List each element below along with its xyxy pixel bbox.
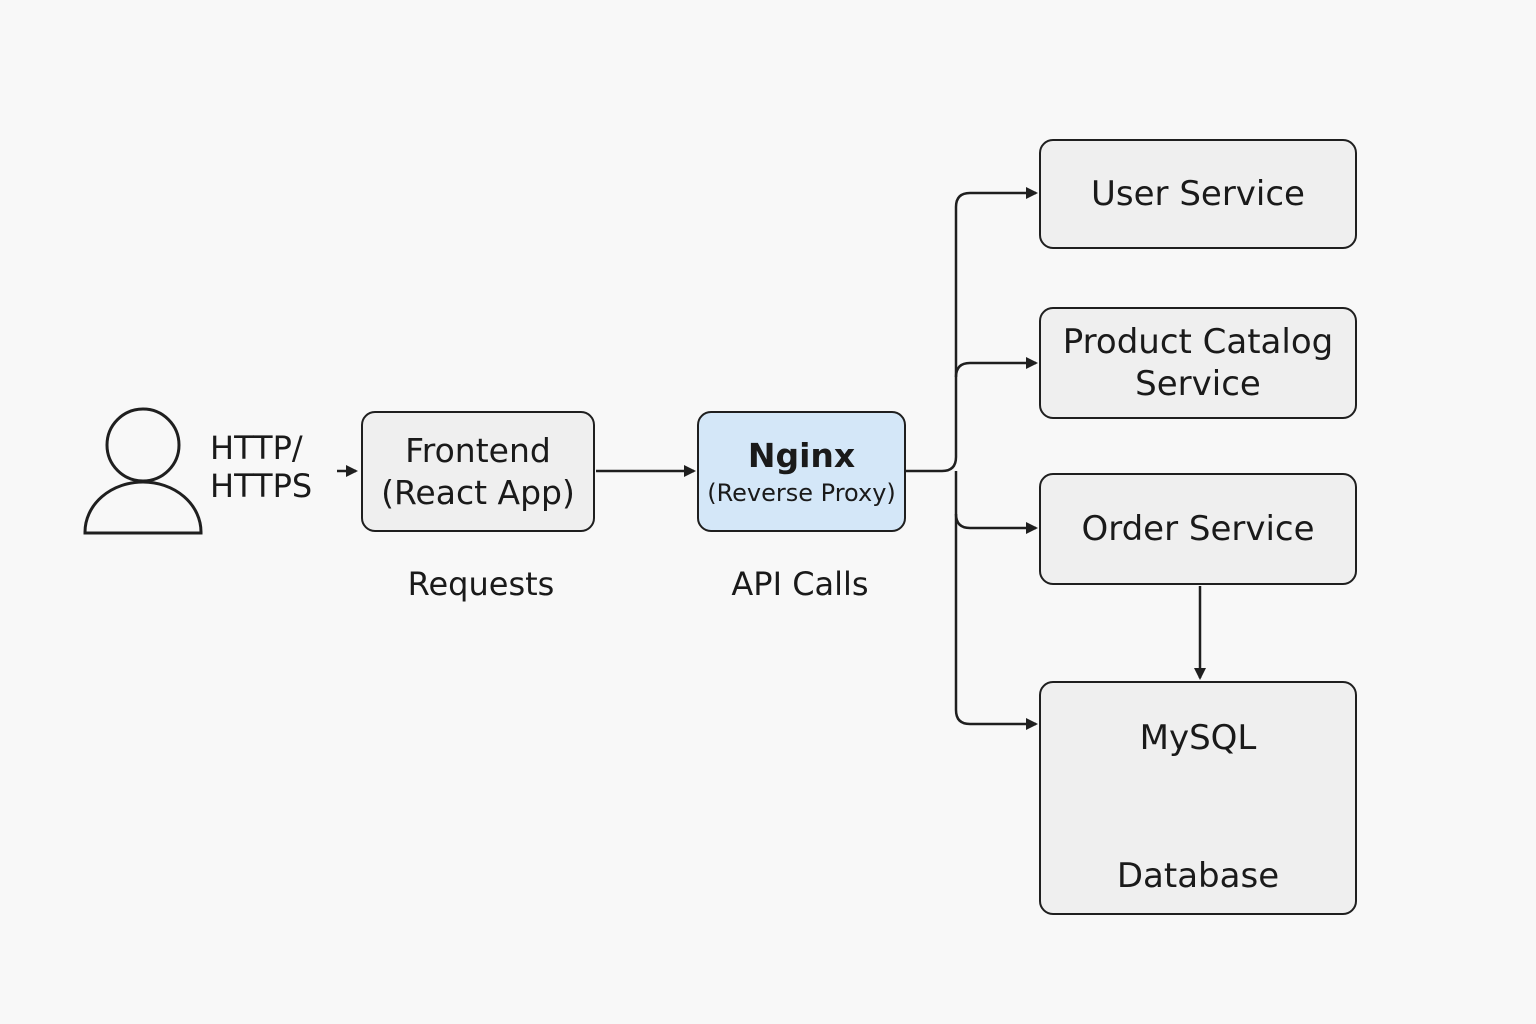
order-service-node[interactable]: Order Service [1039,473,1357,585]
protocol-label: HTTP/ HTTPS [210,429,312,505]
nginx-proxy-node[interactable]: Nginx (Reverse Proxy) [697,411,906,532]
nginx-title: Nginx [747,435,856,475]
mysql-title: MySQL [1139,718,1257,758]
user-service-label: User Service [1091,174,1305,214]
frontend-node[interactable]: Frontend (React App) [361,411,595,532]
mysql-database-node[interactable]: MySQL Database [1039,681,1357,915]
user-icon [83,407,203,535]
proxy-fanout-connector [906,187,1038,473]
order-service-label: Order Service [1081,509,1315,549]
frontend-subtitle: (React App) [381,472,575,512]
proxy-to-database-arrow [954,514,1038,730]
database-label: Database [1116,856,1280,896]
nginx-subtitle: (Reverse Proxy) [707,478,896,507]
protocol-label-line2: HTTPS [210,467,313,505]
product-service-label-line2: Service [1135,364,1261,404]
proxy-to-order-arrow [954,471,1038,534]
proxy-to-product-arrow [954,357,1038,378]
frontend-title: Frontend [405,430,551,470]
protocol-label-line1: HTTP/ [210,429,303,467]
requests-caption: Requests [407,565,555,603]
user-service-node[interactable]: User Service [1039,139,1357,249]
product-service-label-line1: Product Catalog [1062,322,1334,362]
api-calls-caption: API Calls [731,565,869,603]
product-catalog-service-node[interactable]: Product Catalog Service [1039,307,1357,419]
